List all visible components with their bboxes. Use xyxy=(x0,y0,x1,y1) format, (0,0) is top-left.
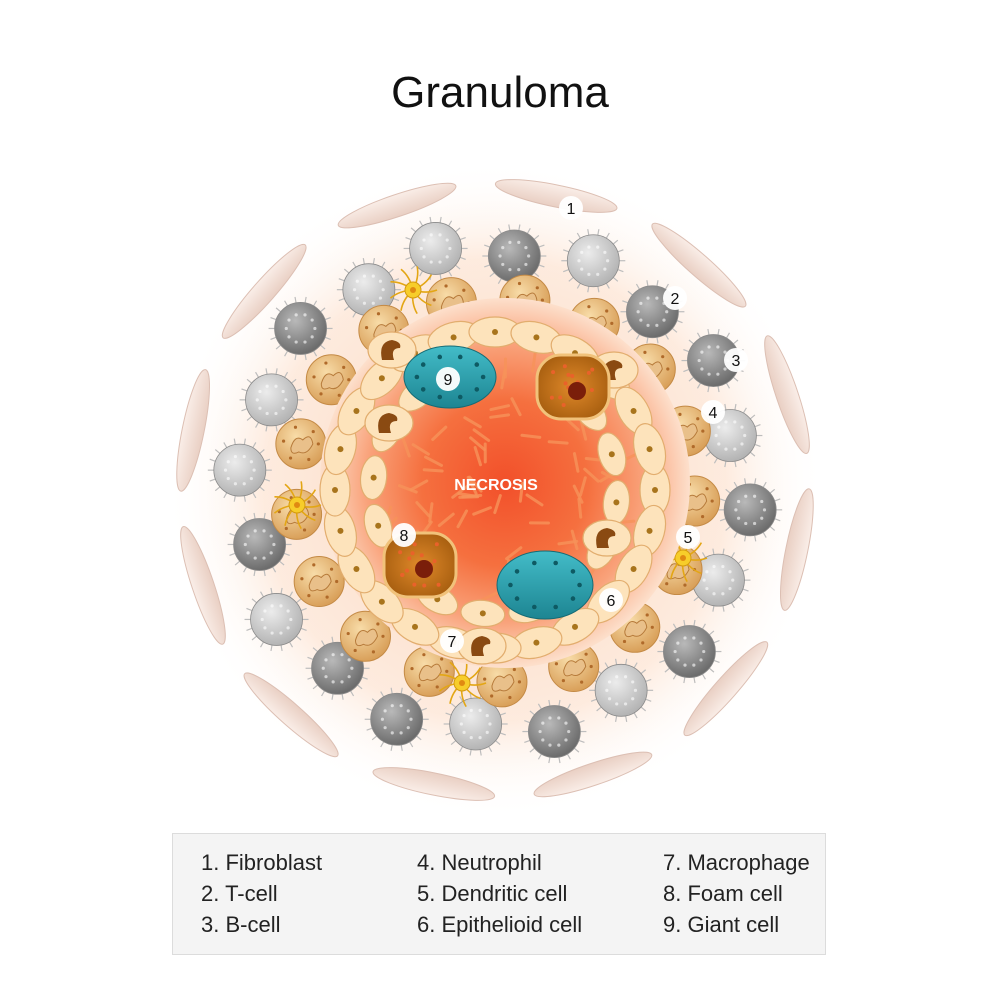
callout-badge xyxy=(599,588,623,612)
fibroblast-icon xyxy=(372,767,496,801)
fibroblast-icon xyxy=(337,182,457,229)
callout-number: 9 xyxy=(444,372,453,389)
callout-badge xyxy=(701,400,725,424)
necrosis-label: NECROSIS xyxy=(454,477,538,494)
b-cell-icon xyxy=(561,229,626,293)
t-cell-icon xyxy=(681,328,746,393)
fibroblast-icon xyxy=(651,222,747,308)
callout-number: 1 xyxy=(567,201,576,218)
neutrophil-icon xyxy=(339,610,391,662)
legend-item-fibroblast: 1. Fibroblast xyxy=(201,850,323,875)
fibroblast-icon xyxy=(221,243,307,339)
giant-cell-icon xyxy=(496,550,594,620)
fibroblast-icon xyxy=(533,751,653,798)
neutrophil-icon xyxy=(275,418,327,470)
callout-markers: 1 2 3 4 5 6 7 8 9 xyxy=(392,196,748,653)
epithelioid-cell-icon xyxy=(510,320,563,354)
fibroblast-icon xyxy=(764,335,810,454)
macrophage-icon xyxy=(457,627,507,665)
neutrophil-icon xyxy=(305,354,357,406)
b-cell-icon xyxy=(239,368,304,432)
legend-item-t-cell: 2. T-cell xyxy=(201,881,278,906)
callout-number: 5 xyxy=(684,530,693,547)
epithelioid-cell-icon xyxy=(359,455,388,501)
legend-item-dendritic-cell: 5. Dendritic cell xyxy=(417,881,568,906)
legend-item-neutrophil: 4. Neutrophil xyxy=(417,850,542,875)
diagram-title: Granuloma xyxy=(391,68,609,117)
dendritic-cell-icon xyxy=(389,266,438,315)
callout-badge xyxy=(392,523,416,547)
callout-number: 6 xyxy=(607,593,616,610)
b-cell-icon xyxy=(443,692,508,756)
callout-badge xyxy=(724,348,748,372)
fibroblast-icon xyxy=(176,369,211,492)
t-cell-icon xyxy=(364,687,429,751)
callout-badge xyxy=(440,629,464,653)
macrophage-icon xyxy=(364,404,414,442)
epithelioid-cell-icon xyxy=(390,607,440,646)
callout-number: 8 xyxy=(400,528,409,545)
callout-number: 3 xyxy=(732,353,741,370)
callout-badge xyxy=(663,286,687,310)
neutrophil-icon xyxy=(476,656,528,708)
callout-number: 4 xyxy=(709,405,718,422)
epithelioid-cell-icon xyxy=(632,423,667,476)
dendritic-cell-icon xyxy=(273,481,322,530)
fibroblast-icon xyxy=(683,641,769,737)
t-cell-icon xyxy=(657,619,722,684)
epithelioid-cell-icon xyxy=(639,463,671,517)
foam-cell-icon xyxy=(382,531,458,599)
t-cell-icon xyxy=(522,699,587,764)
foam-cell-icon xyxy=(535,353,611,421)
b-cell-icon xyxy=(403,216,468,281)
t-cell-icon xyxy=(268,296,333,361)
b-cell-icon xyxy=(244,587,309,652)
legend-item-epithelioid-cell: 6. Epithelioid cell xyxy=(417,912,583,937)
callout-number: 7 xyxy=(448,634,457,651)
dendritic-cell-icon xyxy=(438,659,487,708)
neutrophil-icon xyxy=(293,556,345,608)
fibroblast-icon xyxy=(243,672,339,758)
epithelioid-cell-icon xyxy=(597,432,627,477)
macrophage-icon xyxy=(582,519,632,557)
callout-number: 2 xyxy=(671,291,680,308)
macrophage-icon xyxy=(367,331,417,369)
callout-badge xyxy=(436,367,460,391)
b-cell-icon xyxy=(207,438,272,502)
legend-box: 1. Fibroblast 2. T-cell 3. B-cell 4. Neu… xyxy=(172,833,826,955)
legend-item-foam-cell: 8. Foam cell xyxy=(663,881,783,906)
epithelioid-cell-icon xyxy=(468,316,522,348)
fibroblast-icon xyxy=(779,488,814,611)
dendritic-cells xyxy=(273,266,708,708)
neutrophil-icon xyxy=(403,645,455,697)
fibroblast-icon xyxy=(494,179,618,213)
legend-item-b-cell: 3. B-cell xyxy=(201,912,281,937)
t-cell-icon xyxy=(718,478,783,542)
callout-badge xyxy=(676,525,700,549)
fibroblast-ring xyxy=(176,179,814,801)
legend-item-macrophage: 7. Macrophage xyxy=(663,850,810,875)
fibroblast-icon xyxy=(180,526,226,645)
legend-item-giant-cell: 9. Giant cell xyxy=(663,912,780,937)
b-cell-icon xyxy=(589,658,654,722)
callout-badge xyxy=(559,196,583,220)
epithelioid-cell-icon xyxy=(460,599,506,628)
lymphocyte-ring xyxy=(207,216,783,764)
